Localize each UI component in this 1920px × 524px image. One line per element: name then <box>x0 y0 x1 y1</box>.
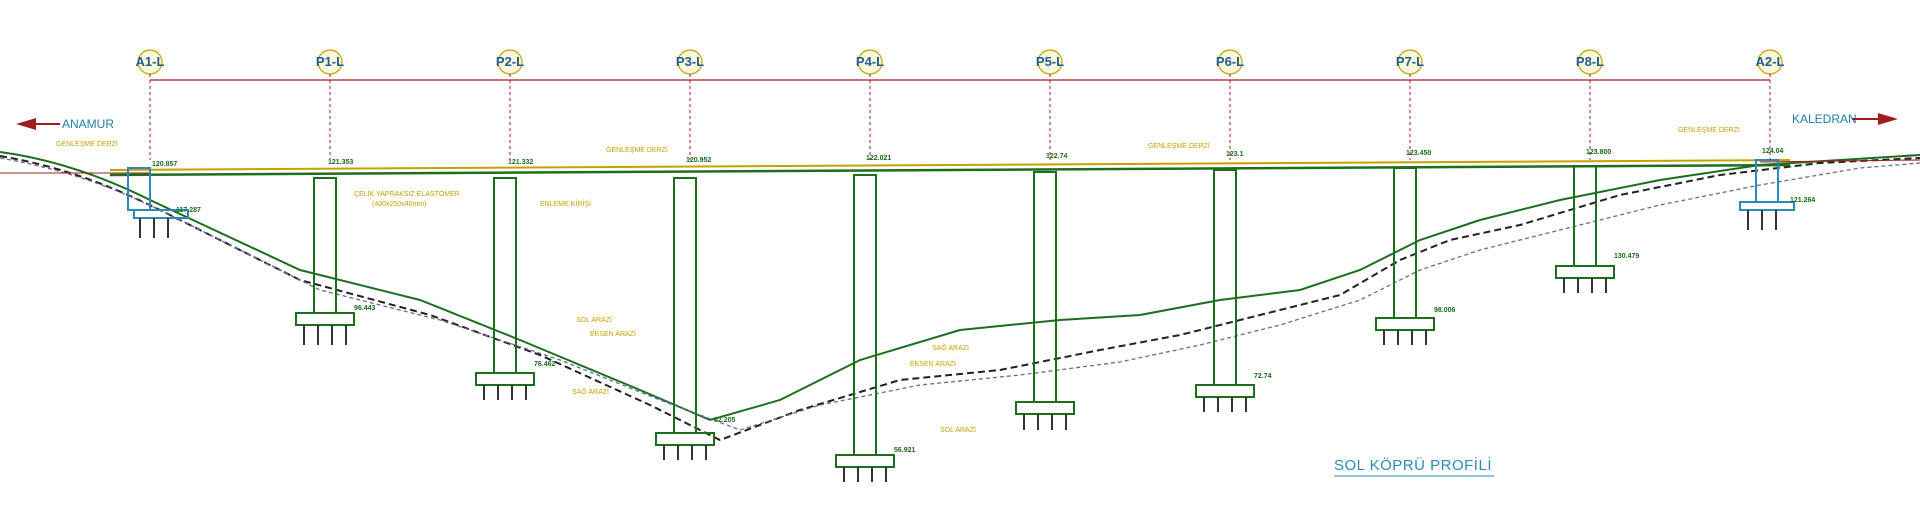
elevation-p2-bottom: 76.462 <box>534 361 556 368</box>
axis-label-p1-l: P1-L <box>316 54 344 69</box>
pier-p2 <box>475 177 535 400</box>
note-transverse-beam: ENLEME KİRİŞİ <box>540 199 591 208</box>
pier-p6 <box>1195 169 1255 412</box>
elevation-p1-top: 121.353 <box>328 159 353 166</box>
axis-label-p2-l: P2-L <box>496 54 524 69</box>
elevation-p4-bottom: 56.921 <box>894 447 916 454</box>
note-expansion-joint-p5p6: GENLEŞME DERZİ <box>1148 141 1210 150</box>
elevation-a1-bottom: 117.287 <box>176 207 201 214</box>
direction-left-label: ANAMUR <box>62 117 114 131</box>
pier-p1 <box>295 177 355 345</box>
elevation-p5-top: 122.74 <box>1046 153 1068 160</box>
elevation-p7-bottom: 98.006 <box>1434 307 1456 314</box>
elevation-p3-top: 120.952 <box>686 157 711 164</box>
axis-label-a1-l: A1-L <box>136 54 165 69</box>
drawing-title-block: SOL KÖPRÜ PROFİLİ <box>1334 456 1494 477</box>
axis-label-p3-l: P3-L <box>676 54 704 69</box>
bridge-deck <box>0 159 1920 177</box>
axis-label-p8-l: P8-L <box>1576 54 1604 69</box>
elevation-p6-top: 123.1 <box>1226 151 1244 158</box>
note-sag-arazi-2: SAĞ ARAZİ <box>932 343 969 352</box>
direction-right-label: KALEDRAN <box>1792 112 1857 126</box>
note-expansion-joint-p2p3: GENLEŞME DERZİ <box>606 145 668 154</box>
note-bearing: ÇELİK YAPRAKSIZ ELASTOMER <box>354 189 460 198</box>
pier-p7 <box>1375 167 1435 345</box>
drawing-title: SOL KÖPRÜ PROFİLİ <box>1334 456 1492 474</box>
axis-label-p4-l: P4-L <box>856 54 884 69</box>
axis-label-p7-l: P7-L <box>1396 54 1424 69</box>
note-sag-arazi-1: SAĞ ARAZİ <box>572 387 609 396</box>
elevation-p8-bottom: 130.479 <box>1614 253 1639 260</box>
terrain-sol-arazi <box>0 151 1920 422</box>
axis-markers: A1-L P1-L P2-L P3-L P4-L P5-L P6-L P7-L P8-L A2-L <box>136 49 1785 160</box>
terrain-lines <box>0 151 1920 442</box>
note-eksen-arazi-1: EKSEN ARAZİ <box>590 329 636 338</box>
pier-p4 <box>835 174 895 482</box>
elevation-p3-bottom: 62.205 <box>714 417 736 424</box>
terrain-eksen-arazi <box>0 155 1920 442</box>
note-expansion-joint-left: GENLEŞME DERZİ <box>56 139 118 148</box>
elevation-p1-bottom: 96.443 <box>354 305 376 312</box>
pier-p3 <box>655 177 715 460</box>
elevation-p7-top: 123.450 <box>1406 150 1431 157</box>
note-expansion-joint-right: GENLEŞME DERZİ <box>1678 125 1740 134</box>
elevation-p4-top: 122.021 <box>866 155 891 162</box>
abutment-a1 <box>127 167 189 238</box>
elevation-a1-top: 120.857 <box>152 161 177 168</box>
pier-p8 <box>1555 165 1615 293</box>
axis-label-a2-l: A2-L <box>1756 54 1785 69</box>
note-sol-arazi-2: SOL ARAZİ <box>940 425 976 434</box>
note-sol-arazi-1: SOL ARAZİ <box>576 315 612 324</box>
abutment-a2 <box>1739 159 1795 230</box>
elevation-a2-bottom: 121.264 <box>1790 197 1815 204</box>
axis-label-p6-l: P6-L <box>1216 54 1244 69</box>
elevation-p2-top: 121.332 <box>508 159 533 166</box>
elevation-p6-bottom: 72.74 <box>1254 373 1272 380</box>
axis-label-p5-l: P5-L <box>1036 54 1064 69</box>
direction-right: KALEDRAN <box>1792 112 1898 126</box>
note-eksen-arazi-2: EKSEN ARAZİ <box>910 359 956 368</box>
terrain-sag-arazi <box>0 157 1920 431</box>
elevation-a2-top: 124.04 <box>1762 148 1784 155</box>
note-bearing-size: (400x250x40mm) <box>372 201 426 208</box>
pier-p5 <box>1015 171 1075 430</box>
direction-left: ANAMUR <box>16 117 114 131</box>
elevation-p8-top: 123.800 <box>1586 149 1611 156</box>
